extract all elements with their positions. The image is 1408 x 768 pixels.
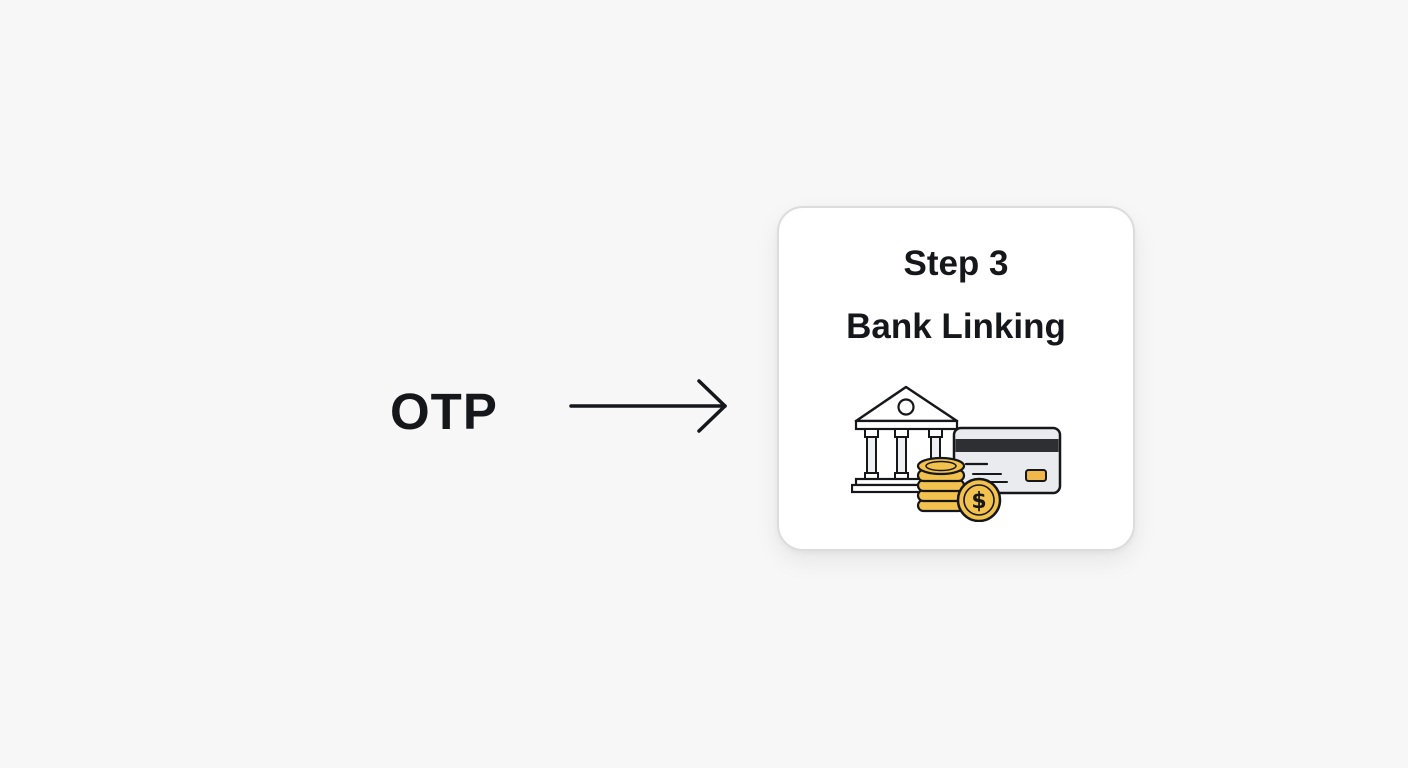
previous-step-label: OTP bbox=[390, 383, 498, 440]
step-title: Bank Linking bbox=[846, 307, 1066, 346]
credit-card-icon bbox=[952, 426, 1062, 495]
bank-linking-illustration: $ bbox=[851, 385, 1062, 522]
dollar-coin-icon: $ bbox=[956, 477, 1002, 522]
bank-icon bbox=[851, 385, 964, 494]
step-number: Step 3 bbox=[903, 244, 1009, 283]
step-card: Step 3 Bank Linking bbox=[777, 206, 1135, 551]
svg-text:$: $ bbox=[971, 489, 986, 514]
coin-stack-icon bbox=[916, 456, 966, 513]
arrow-right-icon bbox=[569, 379, 727, 433]
